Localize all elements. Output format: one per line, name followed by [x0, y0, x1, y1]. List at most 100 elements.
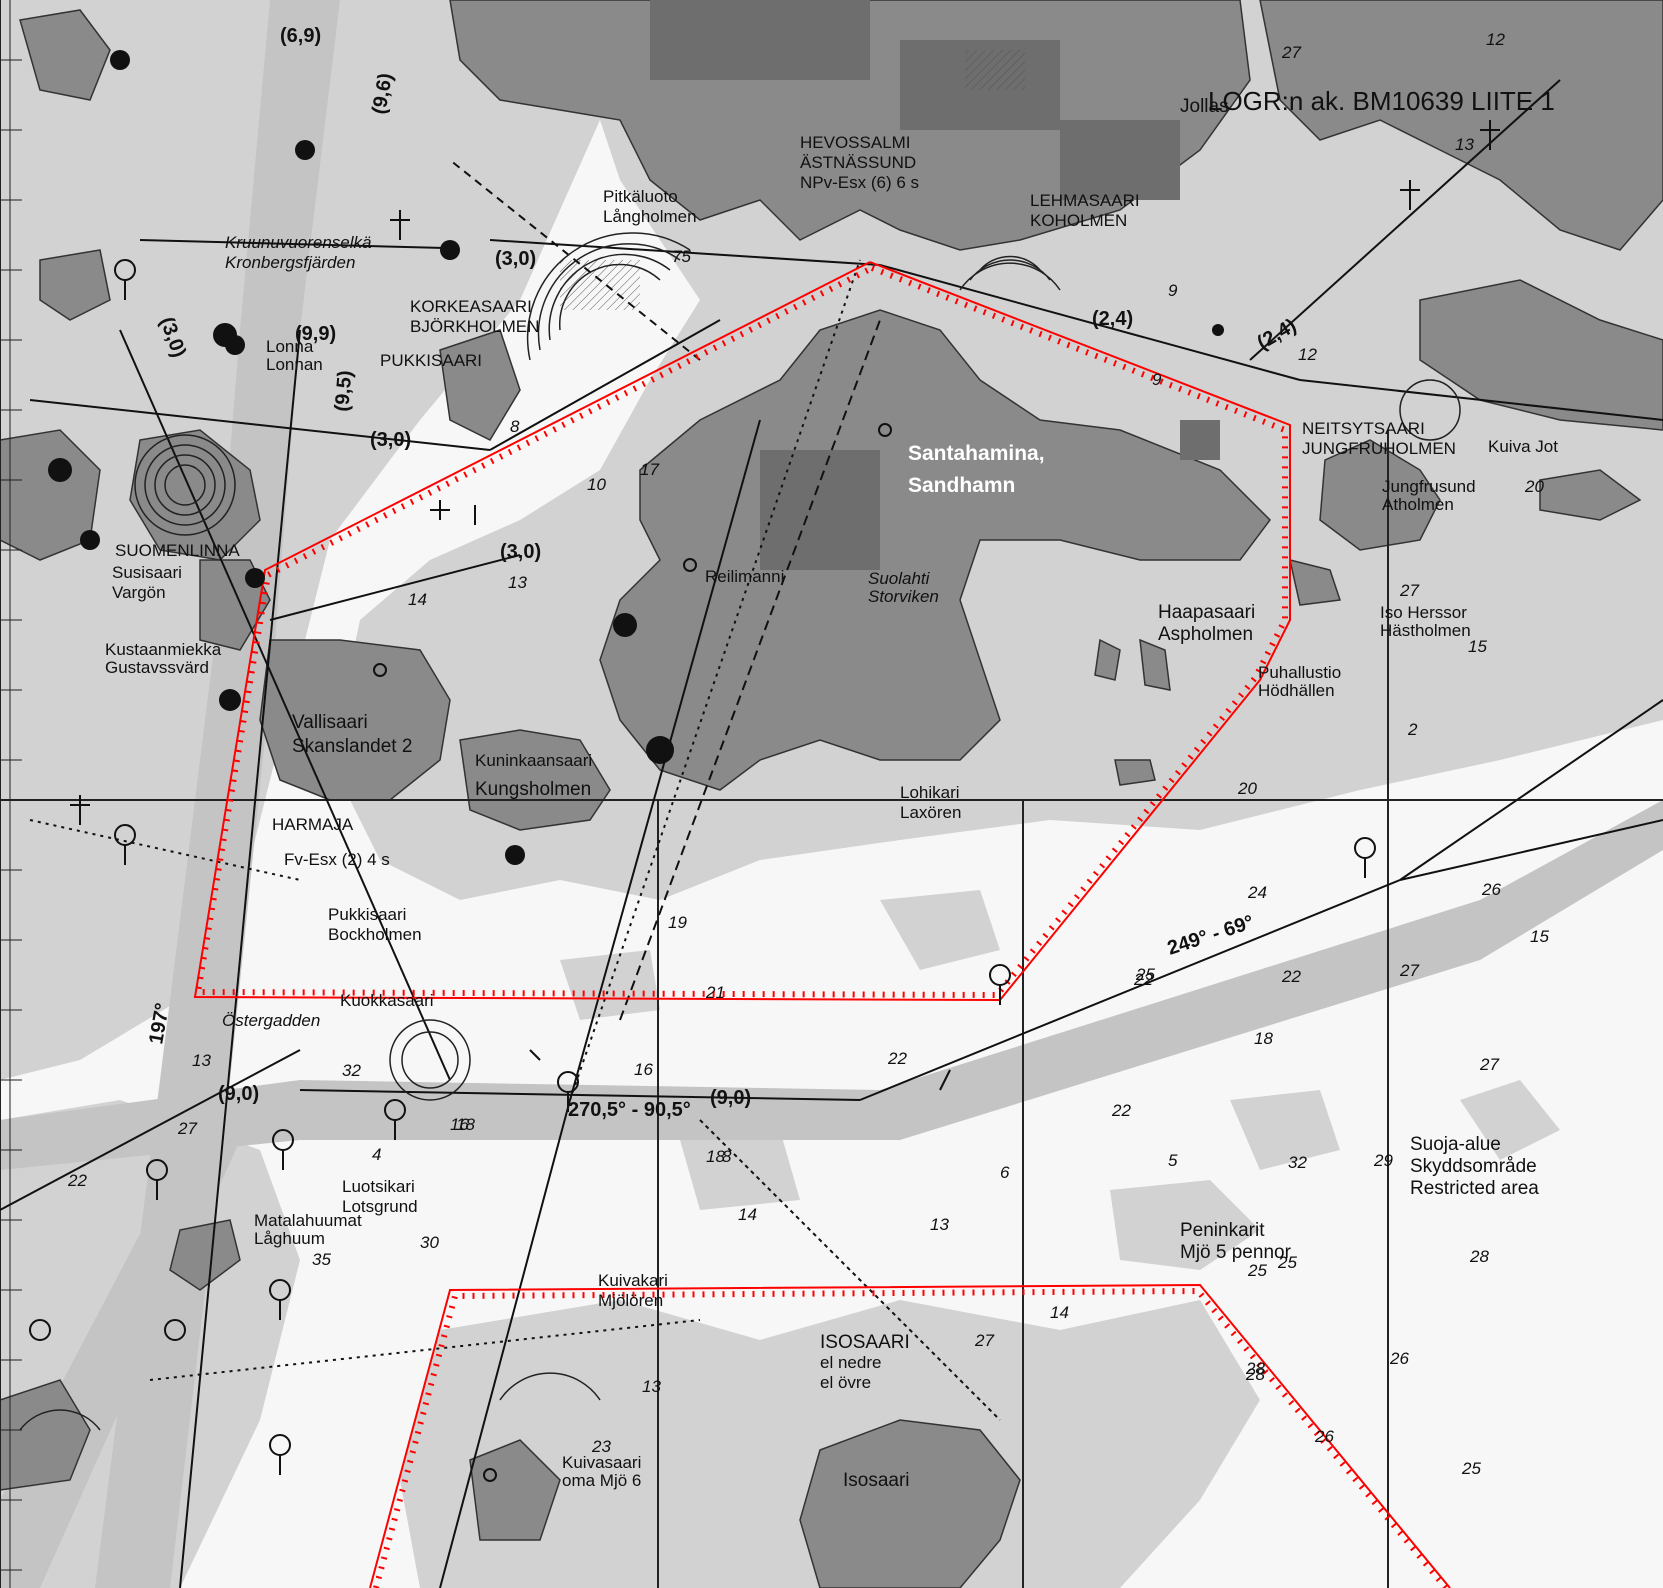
- place-label-pukkisaari: Pukkisaari: [328, 905, 406, 924]
- place-label-skanslandet: Skanslandet 2: [292, 736, 412, 757]
- sounding: 18: [1254, 1029, 1273, 1048]
- place-label-kungsholmen: Kungsholmen: [475, 779, 591, 800]
- sounding: 22: [1111, 1101, 1131, 1120]
- sounding: 22: [1281, 967, 1301, 986]
- place-label-susisaari: Susisaari: [112, 563, 182, 582]
- place-label-skyddsomrade: Skyddsområde: [1410, 1156, 1537, 1177]
- place-label-suomenlinna: SUOMENLINNA: [115, 541, 240, 560]
- sounding: 28: [1245, 1359, 1265, 1378]
- sounding: 27: [1399, 581, 1419, 600]
- place-label-bockholmen: Bockholmen: [328, 925, 422, 944]
- place-label-hevossalmi: HEVOSSALMI: [800, 133, 911, 152]
- place-label-jollas: Jollas: [1180, 96, 1229, 117]
- place-label-koholmen: KOHOLMEN: [1030, 211, 1127, 230]
- sounding: 10: [587, 475, 606, 494]
- sounding: 15: [1530, 927, 1549, 946]
- sounding: 21: [705, 983, 725, 1002]
- sounding: 27: [1399, 961, 1419, 980]
- sounding: 25: [1247, 1261, 1267, 1280]
- place-label-kuivasaari: Kuivasaari: [562, 1453, 641, 1472]
- document-reference: LOGR:n ak. BM10639 LIITE 1: [1208, 86, 1555, 116]
- sounding: 26: [1314, 1427, 1334, 1446]
- place-label-puhallustio: Puhallustio: [1258, 663, 1341, 682]
- place-label-matalahuumat: Matalahuumat: [254, 1211, 362, 1230]
- place-label-kustaanmiekka: Kustaanmiekka: [105, 640, 222, 659]
- place-label-luotsikari: Luotsikari: [342, 1177, 415, 1196]
- sounding: 22: [1133, 970, 1153, 989]
- sounding: 28: [1245, 1365, 1265, 1384]
- area-boundary-south-ticks: [373, 1287, 1449, 1588]
- route-label: (9,9): [295, 323, 336, 345]
- place-label-el-ovre: el övre: [820, 1373, 871, 1392]
- place-label-el-nedre: el nedre: [820, 1353, 881, 1372]
- hatched-areas: [560, 50, 1025, 310]
- place-label-ostergadden: Östergadden: [222, 1011, 320, 1030]
- place-label-aspholmen: Aspholmen: [1158, 624, 1253, 645]
- place-label-hodhallen: Hödhällen: [1258, 681, 1335, 700]
- place-label-reilimanni: Reilimanni: [705, 567, 784, 586]
- sounding: 30: [420, 1233, 439, 1252]
- soundings: 27 12 13 12 9 75 14 13 8 17 10 9 20 27 1…: [67, 30, 1549, 1478]
- sounding: 22: [887, 1049, 907, 1068]
- place-label-kruunuvuorenselka: Kruunuvuorenselkä: [225, 233, 371, 252]
- built-up-areas: [650, 0, 1220, 570]
- sounding: 13: [508, 573, 527, 592]
- sounding: 27: [177, 1119, 197, 1138]
- sounding: 13: [930, 1215, 949, 1234]
- sounding: 17: [640, 460, 659, 479]
- sounding: 9: [1168, 281, 1178, 300]
- place-label-kuninkaansaari: Kuninkaansaari: [475, 751, 592, 770]
- area-boundary-south: [369, 1283, 1451, 1588]
- place-label-sandhamn: Sandhamn: [908, 474, 1015, 497]
- sounding: 25: [1135, 965, 1155, 984]
- sounding: 14: [1050, 1303, 1069, 1322]
- navigation-symbols: [29, 120, 1500, 1482]
- sounding: 20: [1524, 477, 1544, 496]
- sounding: 19: [668, 913, 687, 932]
- place-label-storviken: Storviken: [868, 587, 939, 606]
- sounding: 14: [738, 1205, 757, 1224]
- place-label-isosaari: ISOSAARI: [820, 1332, 910, 1353]
- place-label-lonnan: Lonnan: [266, 355, 323, 374]
- place-label-neitsytsaari: NEITSYTSAARI: [1302, 419, 1425, 438]
- route-label: (6,9): [280, 25, 321, 47]
- margin-ticks: [0, 59, 22, 1571]
- place-label-mjo-pennor: Mjö 5 pennor: [1180, 1242, 1292, 1263]
- route-label: (2,4): [1092, 308, 1133, 330]
- place-label-langholmen: Långholmen: [603, 207, 697, 226]
- sounding: 23: [591, 1437, 611, 1456]
- place-label-lonna: Lonna: [266, 337, 314, 356]
- sounding: 15: [1468, 637, 1487, 656]
- sounding: 29: [1373, 1151, 1393, 1170]
- sounding: 9: [1152, 370, 1162, 389]
- sounding: 13: [642, 1377, 661, 1396]
- area-boundary-north: [193, 261, 1291, 1002]
- place-label-harmaja: HARMAJA: [272, 815, 354, 834]
- place-label-isosaari-s: Isosaari: [843, 1470, 910, 1491]
- sounding: 12: [1298, 345, 1317, 364]
- sounding: 25: [1277, 1253, 1297, 1272]
- place-label-bjorkholmen: BJÖRKHOLMEN: [410, 317, 539, 336]
- place-label-oma-mjo: oma Mjö 6: [562, 1471, 641, 1490]
- sounding: 75: [672, 247, 691, 266]
- beacons: [48, 50, 1224, 865]
- sounding: 16: [450, 1115, 469, 1134]
- place-label-hastholmen: Hästholmen: [1380, 621, 1471, 640]
- sounding: 22: [67, 1171, 87, 1190]
- route-label: (3,0): [495, 248, 536, 270]
- sounding: 24: [1247, 883, 1267, 902]
- place-label-pitkaluoto: Pitkäluoto: [603, 187, 678, 206]
- place-label-korkeasaari: KORKEASAARI: [410, 297, 532, 316]
- sounding: 5: [1168, 1151, 1178, 1170]
- place-label-laxoren: Laxören: [900, 803, 961, 822]
- route-label: (3,0): [500, 541, 541, 563]
- place-label-hevossalmi-light: NPv-Esx (6) 6 s: [800, 173, 919, 192]
- route-label: 270,5° - 90,5°: [568, 1099, 691, 1121]
- sounding: 8: [722, 1147, 732, 1166]
- place-label-kuokkasaari: Kuokkasaari: [340, 991, 434, 1010]
- sounding: 26: [1389, 1349, 1409, 1368]
- place-label-peninkarit: Peninkarit: [1180, 1220, 1265, 1241]
- sounding: 20: [1237, 779, 1257, 798]
